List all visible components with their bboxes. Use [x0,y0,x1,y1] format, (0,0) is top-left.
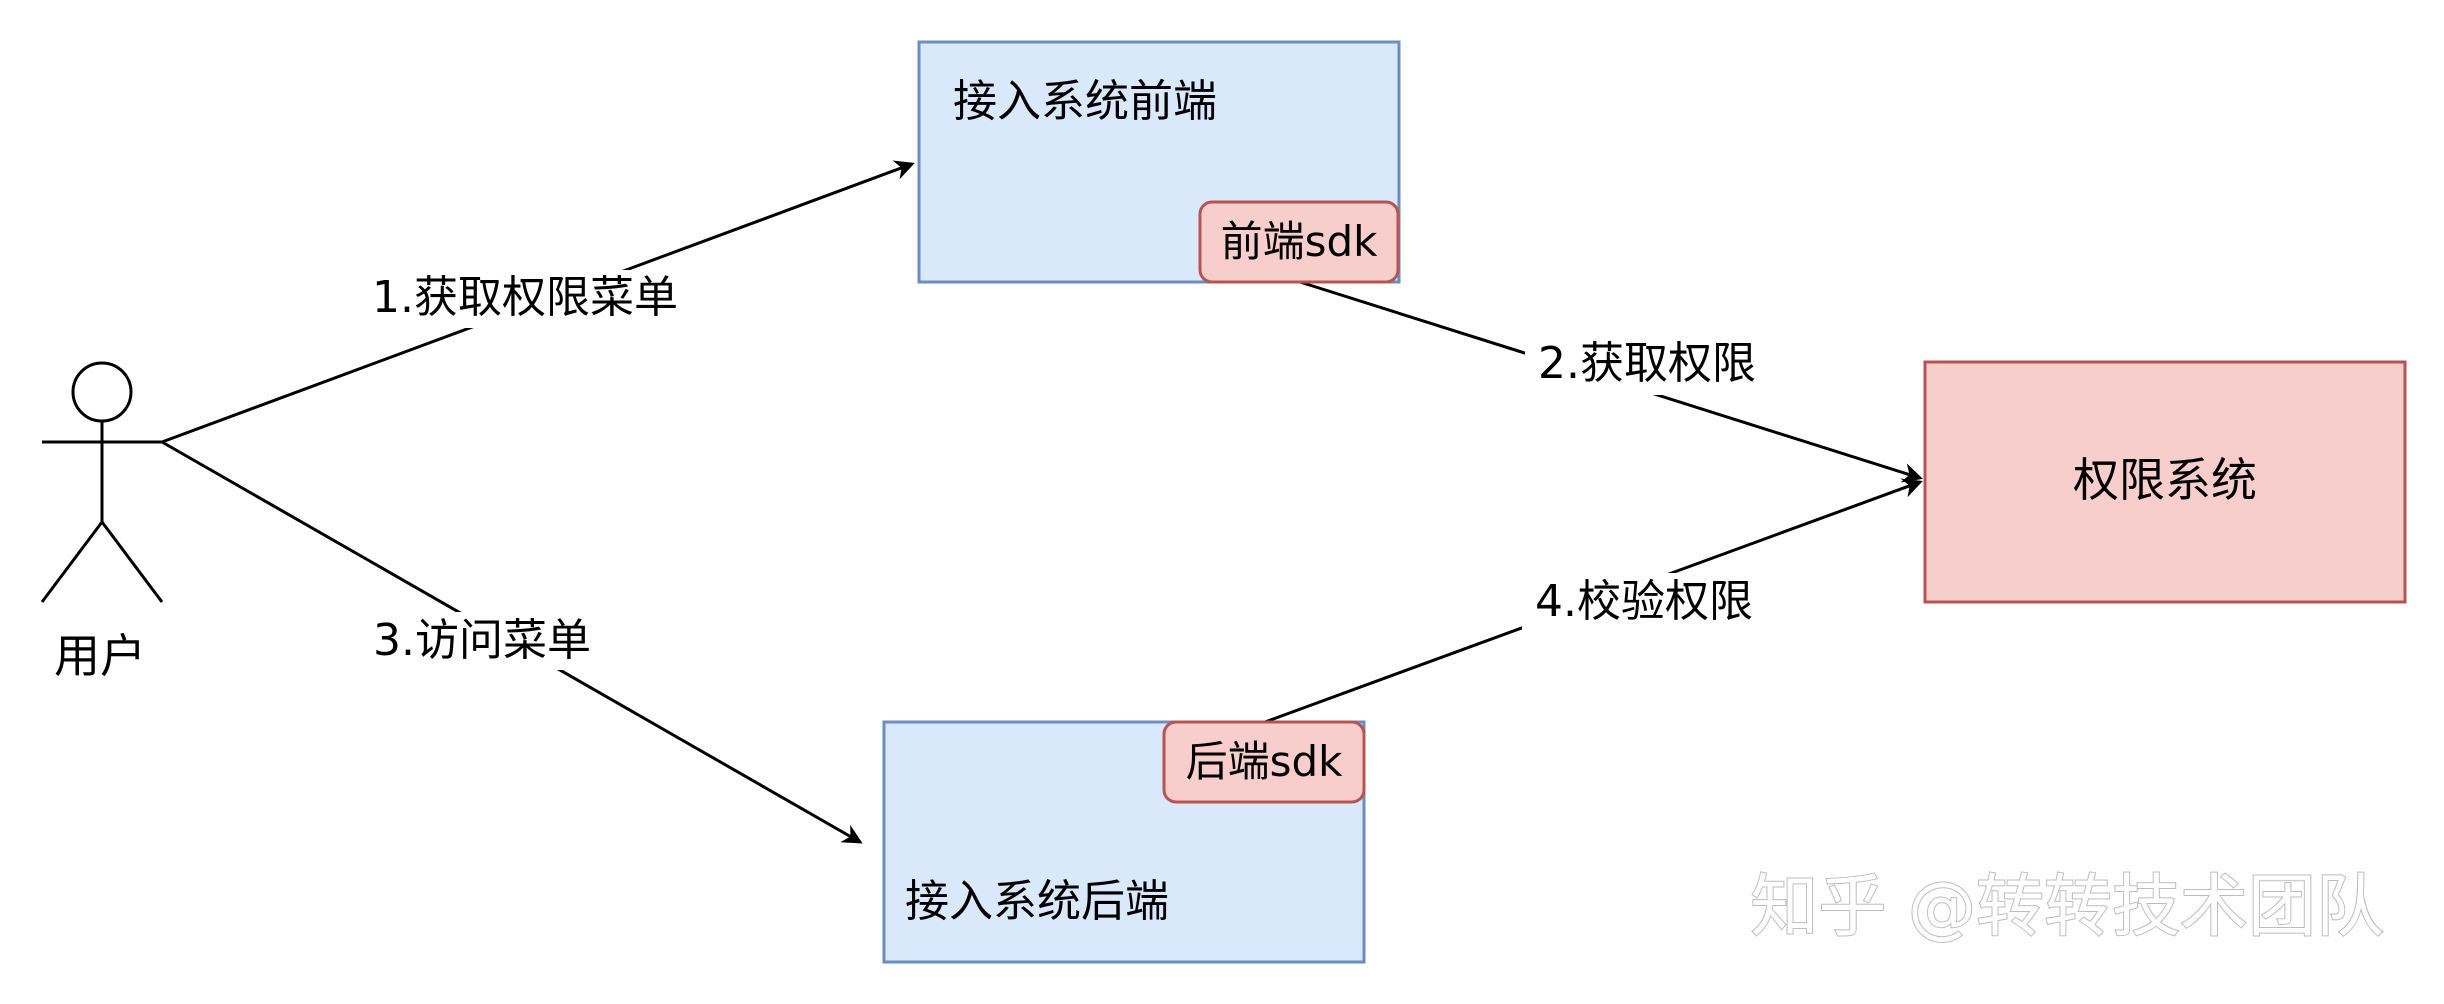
frontend-sdk-node[interactable]: 前端sdk [1198,200,1400,284]
backend-sdk-label: 后端sdk [1186,737,1344,786]
edge-label-get-permission-bg [1525,337,1770,395]
edge-label-access-menu: 3.访问菜单 [360,612,605,670]
edge-label-get-menu-text: 1.获取权限菜单 [372,272,678,323]
edge-label-get-permission: 2.获取权限 [1525,337,1770,395]
permission-system-node[interactable]: 权限系统 [1923,360,2407,604]
frontend-node[interactable]: 接入系统前端 [917,40,1401,284]
edge-label-access-menu-text: 3.访问菜单 [373,615,591,666]
backend-sdk-node[interactable]: 后端sdk [1162,720,1366,804]
watermark-text: 知乎 @转转技术团队 [1750,868,2384,947]
frontend-label: 接入系统前端 [953,76,1217,127]
permission-system-box [1923,360,2407,604]
stick-figure-actor-icon [40,361,164,603]
edge-label-verify-permission-bg [1522,573,1767,631]
edge-label-get-permission-text: 2.获取权限 [1538,338,1756,389]
edge-label-get-menu-bg [360,270,690,328]
edge-label-get-menu: 1.获取权限菜单 [360,270,690,328]
frontend-sdk-label: 前端sdk [1221,217,1379,266]
user-actor[interactable]: 用户 [40,361,164,683]
edge-label-access-menu-bg [360,612,605,670]
permission-system-label: 权限系统 [2073,453,2257,507]
frontend-sdk-box [1198,200,1400,284]
edge-label-verify-permission-text: 4.校验权限 [1535,576,1753,627]
edge-label-verify-permission: 4.校验权限 [1522,573,1767,631]
actor-left-leg [40,521,104,603]
user-label: 用户 [54,629,146,683]
actor-head [71,361,133,423]
backend-sdk-box [1162,720,1366,804]
backend-label: 接入系统后端 [905,876,1169,927]
actor-right-leg [100,521,164,603]
